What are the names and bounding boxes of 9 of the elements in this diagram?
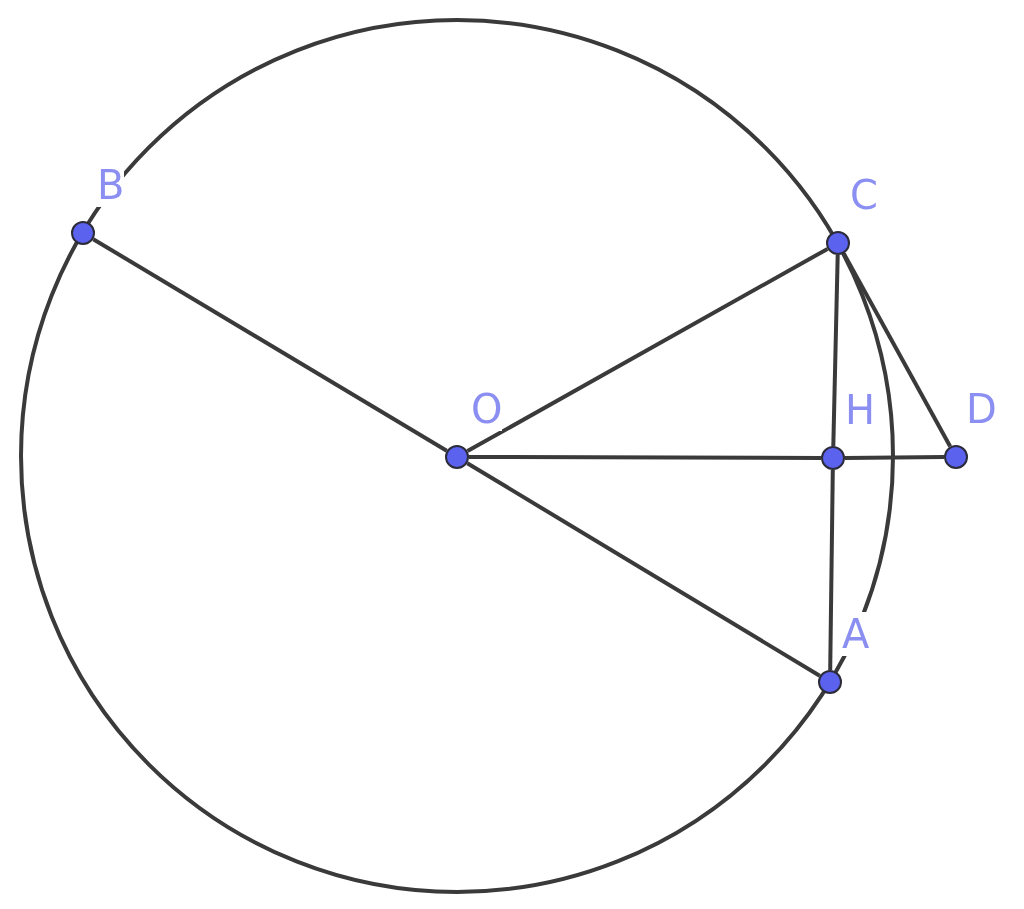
line-segment [831, 254, 840, 447]
line-segment [828, 469, 835, 671]
line-segment [845, 455, 944, 460]
line-segment [466, 247, 829, 453]
line-segment [92, 237, 448, 453]
point-label: A [842, 612, 870, 656]
line-segment [842, 252, 952, 448]
line-segment [466, 461, 821, 678]
line-segment [469, 455, 821, 460]
